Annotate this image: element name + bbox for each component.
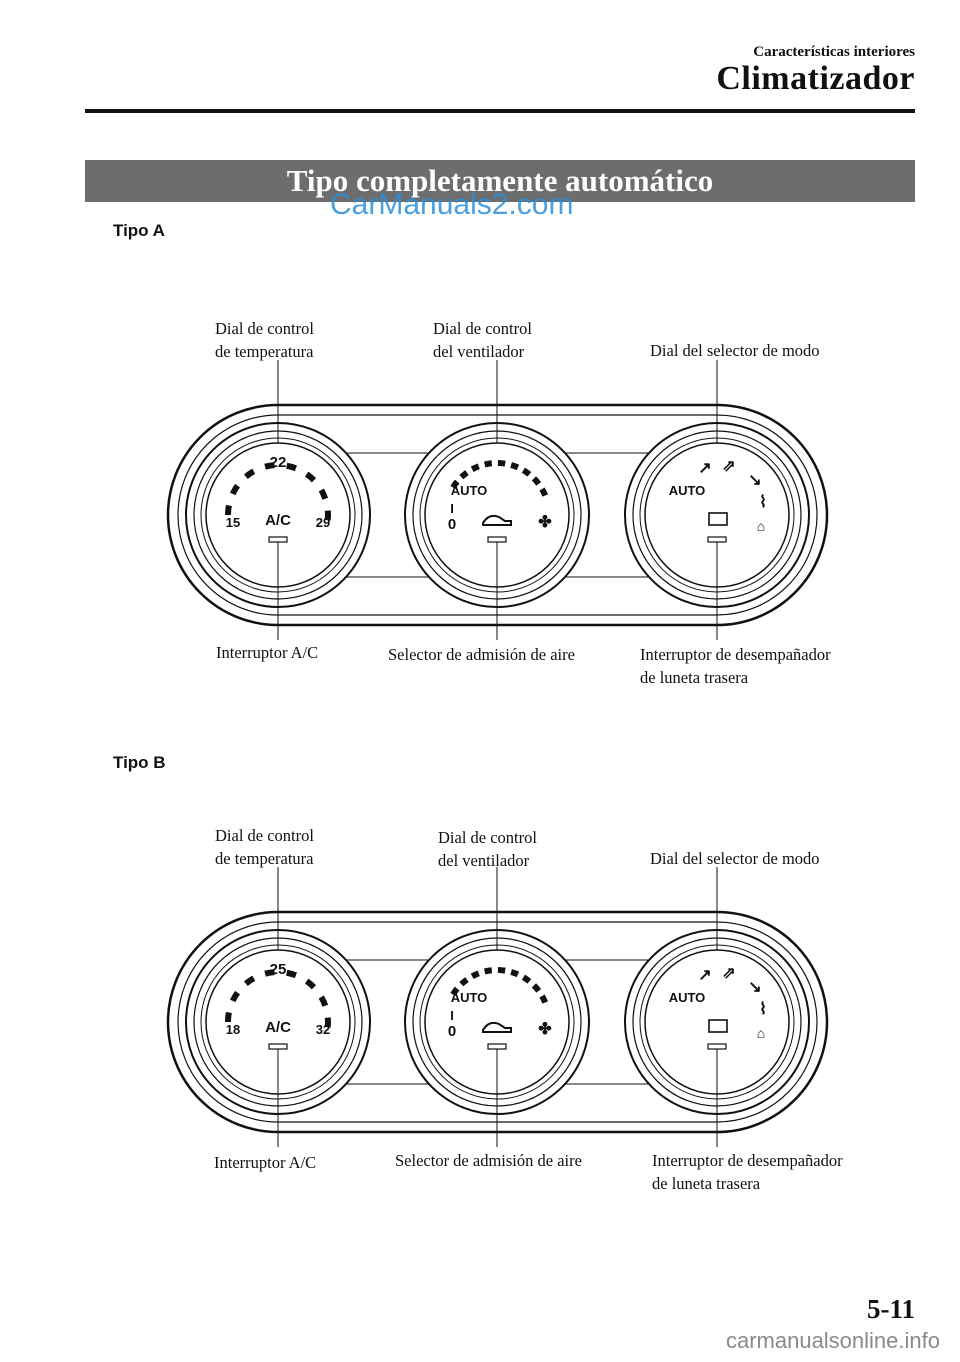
fan-scale-mark	[459, 977, 469, 987]
fan-level-label: I	[450, 1008, 454, 1023]
label-ac-switch: Interruptor A/C	[216, 643, 319, 662]
recirculation-icon	[482, 514, 512, 526]
page-number: 5-11	[866, 1294, 915, 1324]
vent-feet-icon: ↘	[748, 979, 761, 996]
temp-scale-mark	[229, 483, 241, 496]
tipo-a-heading: Tipo A	[113, 221, 165, 240]
fan-dial-indicator	[487, 536, 507, 543]
fan-off-label: 0	[448, 1023, 456, 1040]
rear-defrost-icon	[708, 512, 728, 526]
fan-scale-mark	[531, 983, 542, 993]
temp-scale-mark	[264, 969, 275, 977]
fan-scale-mark	[521, 467, 532, 477]
label-intake-selector: Selector de admisión de aire	[388, 645, 575, 664]
mode-dial-indicator	[707, 536, 727, 543]
ac-label: A/C	[265, 1019, 291, 1036]
temp-low-label: 18	[226, 1022, 240, 1037]
temperature-dial-indicator	[268, 536, 288, 543]
fan-scale-mark	[531, 476, 542, 486]
temp-scale-mark	[225, 1011, 232, 1023]
mode-auto-label: AUTO	[669, 990, 706, 1005]
temp-scale-mark	[304, 978, 317, 990]
temp-scale-mark	[318, 995, 329, 1007]
temp-low-label: 15	[226, 515, 240, 530]
fan-scale-mark	[539, 994, 548, 1004]
label-ac-switch: Interruptor A/C	[214, 1153, 317, 1172]
section-banner: Tipo completamente automático	[85, 160, 915, 202]
vent-face-icon: ↗	[698, 460, 711, 477]
windshield-defrost-icon: ⌂	[757, 518, 765, 534]
fan-auto-label: AUTO	[451, 990, 488, 1005]
footer-watermark: carmanualsonline.info	[725, 1328, 940, 1353]
vent-feet-icon: ↘	[748, 472, 761, 489]
temp-high-label: 29	[316, 515, 330, 530]
header-divider	[85, 109, 915, 113]
temp-scale-mark	[264, 462, 275, 470]
label-mode-dial: Dial del selector de modo	[650, 341, 820, 360]
temperature-dial-indicator	[268, 1043, 288, 1050]
windshield-defrost-icon: ⌂	[757, 1025, 765, 1041]
fan-scale-mark	[450, 479, 460, 490]
mode-auto-label: AUTO	[669, 483, 706, 498]
vent-bilevel-icon: ⇗	[722, 965, 735, 982]
fan-scale-mark	[483, 967, 493, 975]
fan-scale-mark	[459, 470, 469, 480]
recirculation-icon	[482, 1021, 512, 1033]
fan-icon: ✤	[538, 1021, 552, 1038]
fan-scale-mark	[483, 460, 493, 468]
fan-scale-mark	[450, 986, 460, 997]
climate-panel-diagram: 25 18 32 A/C AUTO I0 ✤ AUTO ↗ ⇗ ↘ ⌇ ⌂	[166, 867, 829, 1147]
temp-scale-mark	[286, 462, 297, 472]
vent-feet-defrost-icon: ⌇	[759, 1000, 767, 1018]
vent-bilevel-icon: ⇗	[722, 458, 735, 475]
climate-panel-diagram: 22 15 29 A/C AUTO I0 ✤ AUTO ↗ ⇗ ↘ ⌇ ⌂	[166, 360, 829, 640]
vent-face-icon: ↗	[698, 967, 711, 984]
temp-mid-label: 22	[270, 454, 287, 471]
temp-scale-mark	[318, 488, 329, 500]
fan-scale-mark	[539, 487, 548, 497]
fan-level-label: I	[450, 501, 454, 516]
fan-scale-mark	[521, 974, 532, 984]
temp-scale-mark	[304, 471, 317, 483]
watermark: CarManuals2.com	[330, 188, 574, 221]
tipo-b-heading: Tipo B	[113, 753, 166, 772]
fan-off-label: 0	[448, 516, 456, 533]
fan-scale-mark	[510, 462, 520, 471]
fan-auto-label: AUTO	[451, 483, 488, 498]
vent-feet-defrost-icon: ⌇	[759, 493, 767, 511]
page-title: Climatizador	[716, 60, 915, 97]
fan-scale-mark	[470, 970, 480, 979]
fan-scale-mark	[470, 463, 480, 472]
section-subtitle: Características interiores	[753, 44, 915, 60]
fan-scale-mark	[510, 969, 520, 978]
label-intake-selector: Selector de admisión de aire	[395, 1151, 582, 1170]
fan-dial-indicator	[487, 1043, 507, 1050]
temp-scale-mark	[243, 975, 256, 987]
temp-mid-label: 25	[270, 961, 287, 978]
mode-dial-indicator	[707, 1043, 727, 1050]
fan-icon: ✤	[538, 514, 552, 531]
temp-scale-mark	[286, 969, 297, 979]
temp-scale-mark	[225, 504, 232, 516]
fan-scale-mark	[497, 460, 506, 467]
temp-scale-mark	[229, 990, 241, 1003]
temp-high-label: 32	[316, 1022, 330, 1037]
label-mode-dial: Dial del selector de modo	[650, 849, 820, 868]
rear-defrost-icon	[708, 1019, 728, 1033]
temp-scale-mark	[243, 468, 256, 480]
fan-scale-mark	[497, 967, 506, 974]
ac-label: A/C	[265, 512, 291, 529]
